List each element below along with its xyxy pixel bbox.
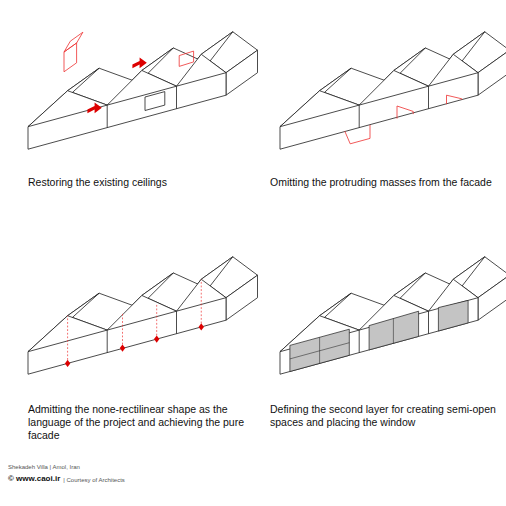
panel-restore — [28, 32, 258, 149]
project-credit: Shekadeh Villa | Amol, Iran — [8, 463, 80, 471]
step-caption: Restoring the existing ceilings — [28, 176, 258, 189]
step-caption: Defining the second layer for creating s… — [270, 403, 500, 429]
courtesy-note: | Courtesy of Architects — [63, 476, 125, 484]
watermark: © www.caoi.ir — [8, 474, 60, 484]
step-caption: Omitting the protruding masses from the … — [270, 176, 500, 189]
step-caption: Admitting the none-rectilinear shape as … — [28, 403, 260, 442]
panel-pure-facade — [28, 257, 258, 374]
panel-omit — [280, 32, 506, 149]
panel-second-layer — [280, 257, 506, 374]
